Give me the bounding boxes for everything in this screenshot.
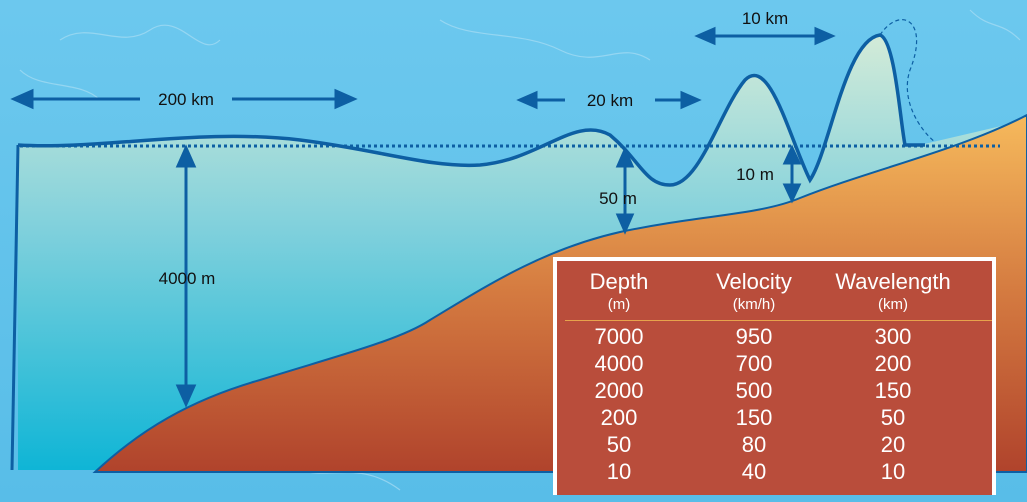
- tsunami-table: Depth Velocity Wavelength (m) (km/h) (km…: [553, 257, 996, 495]
- table-unit-velocity: (km/h): [732, 296, 776, 313]
- table-cell-velocity: 40: [741, 459, 767, 484]
- table-cell-depth: 200: [600, 405, 638, 430]
- table-unit-wavelength: (km): [878, 296, 908, 313]
- label-20km: 20 km: [587, 91, 633, 110]
- table-header-wavelength: Wavelength: [835, 269, 951, 294]
- breaking-wave-outline: [879, 19, 936, 143]
- table-header-rule: [565, 320, 992, 321]
- table-cell-velocity: 700: [735, 351, 773, 376]
- table-cell-wavelength: 10: [880, 459, 906, 484]
- wave-surface: [17, 33, 925, 187]
- table-header-velocity: Velocity: [716, 269, 792, 294]
- table-cell-wavelength: 200: [874, 351, 912, 376]
- table-cell-depth: 7000: [594, 324, 644, 349]
- ocean-left-boundary: [10, 144, 20, 471]
- table-header-depth: Depth: [589, 269, 649, 294]
- table-cell-velocity: 150: [735, 405, 773, 430]
- measure-arrows: [10, 26, 836, 408]
- table-cell-wavelength: 50: [880, 405, 906, 430]
- table-unit-depth: (m): [607, 296, 631, 313]
- table-cell-depth: 4000: [594, 351, 644, 376]
- label-4000m: 4000 m: [159, 269, 216, 288]
- table-cell-velocity: 950: [735, 324, 773, 349]
- table-cell-wavelength: 300: [874, 324, 912, 349]
- table-cell-depth: 10: [606, 459, 632, 484]
- table-cell-velocity: 80: [741, 432, 767, 457]
- label-10m: 10 m: [736, 165, 774, 184]
- label-10km: 10 km: [742, 9, 788, 28]
- table-cell-velocity: 500: [735, 378, 773, 403]
- label-50m: 50 m: [599, 189, 637, 208]
- table-cell-wavelength: 150: [874, 378, 912, 403]
- table-cell-depth: 50: [606, 432, 632, 457]
- label-200km: 200 km: [158, 90, 214, 109]
- table-cell-wavelength: 20: [880, 432, 906, 457]
- table-cell-depth: 2000: [594, 378, 644, 403]
